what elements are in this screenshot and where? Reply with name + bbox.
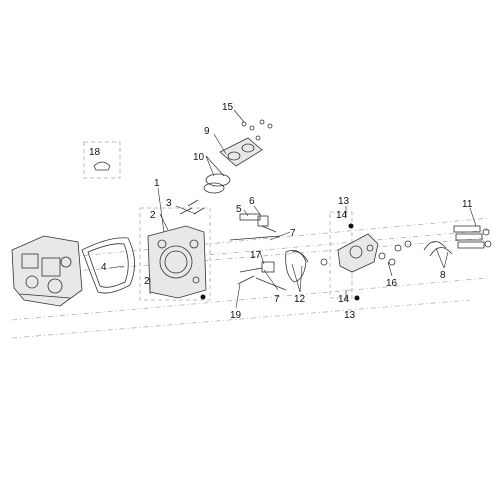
callout-8: 8 — [440, 270, 446, 281]
callout-14a: 14 — [336, 210, 348, 221]
callout-labels: 1 2 2 3 4 5 6 7 7 8 9 10 11 12 13 13 14 … — [89, 102, 473, 321]
callout-2b: 2 — [144, 276, 150, 287]
assembly-guide-lines — [11, 217, 491, 339]
callout-15: 15 — [222, 102, 234, 113]
top-cover-parts — [203, 119, 273, 194]
callout-7b: 7 — [274, 294, 280, 305]
right-head — [329, 211, 412, 301]
cylinder-head — [139, 199, 211, 301]
rocker-parts — [229, 213, 287, 291]
callout-12: 12 — [294, 294, 306, 305]
callout-1: 1 — [154, 178, 160, 189]
callout-4: 4 — [101, 262, 107, 273]
callout-19: 19 — [230, 310, 242, 321]
part-18-box — [83, 141, 121, 179]
callout-6: 6 — [249, 196, 255, 207]
callout-5: 5 — [236, 204, 242, 215]
callout-14b: 14 — [338, 294, 350, 305]
callout-13b: 13 — [344, 310, 356, 321]
callout-10: 10 — [193, 152, 205, 163]
o-rings — [285, 249, 328, 283]
callout-17: 17 — [250, 250, 262, 261]
shaft-parts — [423, 225, 492, 257]
callout-9: 9 — [204, 126, 210, 137]
leader-lines — [109, 109, 477, 309]
callout-2a: 2 — [150, 210, 156, 221]
callout-13a: 13 — [338, 196, 350, 207]
callout-16: 16 — [386, 278, 398, 289]
callout-7a: 7 — [290, 228, 296, 239]
cylinder-gasket — [81, 237, 135, 294]
callout-18: 18 — [89, 147, 101, 158]
callout-11: 11 — [462, 199, 473, 210]
callout-3: 3 — [166, 198, 172, 209]
engine-block — [11, 235, 83, 307]
